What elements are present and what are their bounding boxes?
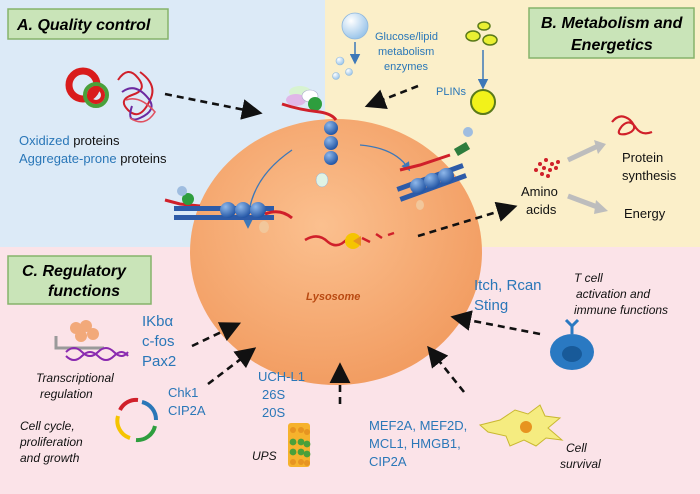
tcell-line2: activation and [576, 287, 650, 301]
lysosome-label: Lysosome [306, 291, 360, 303]
26s-label: 26S [262, 387, 285, 402]
amino-acids-line2: acids [526, 202, 557, 217]
enzyme-globules-icon [332, 12, 369, 80]
panel-c-title-line2: functions [48, 283, 120, 300]
degrading-protein [304, 231, 395, 249]
energy-label: Energy [624, 206, 666, 221]
mef-line3: CIP2A [369, 454, 407, 469]
cell-cycle-line2: proliferation [19, 435, 83, 449]
arrow-survival-to-lysosome [427, 345, 466, 393]
panel-c-header [7, 255, 152, 305]
transcriptional-line2: regulation [40, 387, 93, 401]
transcription-factor-icon [54, 320, 129, 361]
itch-rcan-label: Itch, Rcan [474, 277, 542, 294]
cfos-label: c-fos [142, 333, 175, 350]
transcriptional-line1: Transcriptional [36, 371, 114, 385]
arrow-tcell-to-lysosome [450, 310, 541, 336]
amino-acids-line1: Amino [521, 184, 558, 199]
panel-a-text-line2: Aggregate-prone proteins [19, 151, 167, 166]
arrow-to-protein-synthesis-head [594, 140, 606, 154]
sting-label: Sting [474, 297, 508, 314]
lipid-droplets-icon [465, 21, 498, 115]
arrow-to-energy-head [594, 200, 608, 214]
lamp2a-receptor-top [281, 86, 338, 188]
tcell-line1: T cell [574, 271, 603, 285]
mef-line2: MCL1, HMGB1, [369, 436, 461, 451]
arrow-lysosome-to-amino-acids [417, 201, 518, 238]
enzymes-label-line3: enzymes [384, 61, 429, 73]
cell-cycle-line1: Cell cycle, [20, 419, 75, 433]
chk1-label: Chk1 [168, 385, 198, 400]
tcell-line3: immune functions [574, 303, 668, 317]
cip2a-label: CIP2A [168, 403, 206, 418]
arrow-cell-cycle-to-lysosome [207, 347, 257, 386]
pax2-label: Pax2 [142, 353, 176, 370]
panel-b-header [528, 7, 695, 59]
aggregate-protein-icon [117, 71, 156, 123]
panel-c-title-line1: C. Regulatory [22, 263, 127, 280]
panel-a-header [7, 8, 169, 40]
ikba-label: IKbα [142, 313, 174, 330]
lamp2a-receptor-left [164, 186, 293, 233]
proteasome-icon [288, 423, 311, 467]
internal-arrow-right [359, 144, 411, 172]
arrow-quality-control-to-lysosome [164, 92, 263, 120]
mef-line1: MEF2A, MEF2D, [369, 418, 467, 433]
arrow-transcription-to-lysosome [191, 322, 242, 348]
panel-b-title-line1: B. Metabolism and [541, 15, 684, 32]
arrow-to-protein-synthesis [566, 143, 600, 163]
synthesized-protein-icon [611, 115, 653, 136]
cell-survival-line2: survival [560, 457, 601, 471]
t-cell-icon [550, 318, 594, 370]
enzymes-label-line2: metabolism [378, 46, 434, 58]
protein-synthesis-line2: synthesis [622, 168, 677, 183]
lamp2a-receptor-right [396, 127, 473, 210]
cell-cycle-icon [115, 397, 159, 443]
uchl1-label: UCH-L1 [258, 369, 305, 384]
plins-label: PLINs [436, 86, 466, 98]
cell-cycle-line3: and growth [20, 451, 80, 465]
20s-label: 20S [262, 405, 285, 420]
protein-synthesis-line1: Protein [622, 150, 663, 165]
amino-acids-icon [534, 158, 560, 178]
panel-a-title: A. Quality control [16, 17, 151, 34]
panel-a-text-line1: Oxidized proteins [19, 133, 120, 148]
cell-survival-line1: Cell [566, 441, 587, 455]
enzymes-label-line1: Glucose/lipid [375, 31, 438, 43]
neuron-icon [478, 404, 564, 447]
arrow-metabolism-to-lysosome [364, 84, 419, 109]
arrow-to-energy [567, 193, 601, 211]
ups-label: UPS [252, 449, 277, 463]
panel-b-title-line2: Energetics [571, 37, 653, 54]
oxidized-protein-icon [65, 67, 109, 108]
